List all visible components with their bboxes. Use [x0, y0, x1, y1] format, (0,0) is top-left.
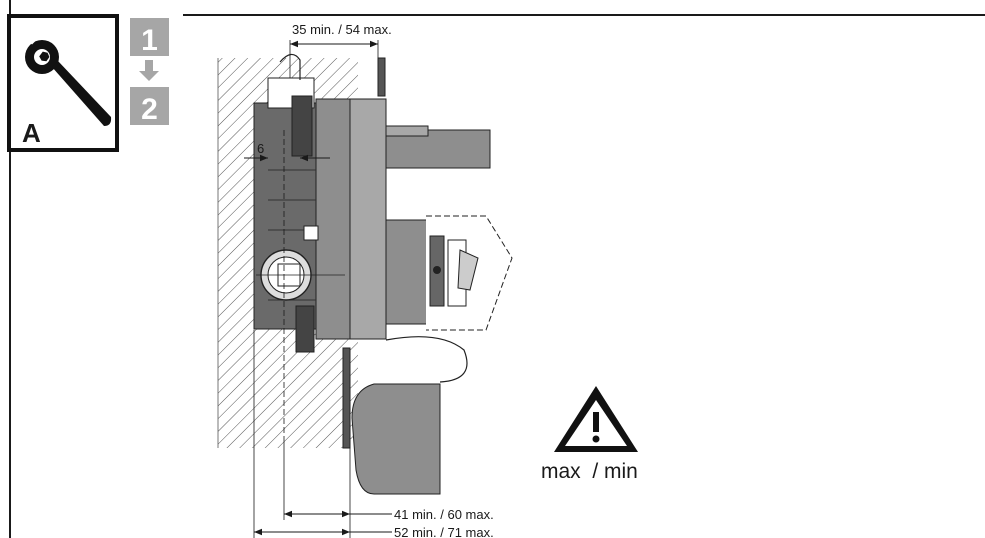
step-2-box: [130, 87, 169, 125]
step-2-label: 2: [141, 93, 158, 126]
dim-bottom-label: 52 min. / 71 max.: [394, 525, 494, 538]
dim-top-label: 35 min. / 54 max.: [292, 22, 392, 37]
diverter-box: [351, 383, 441, 495]
bottom-screw: [342, 347, 351, 449]
step-1-label: 1: [141, 24, 158, 57]
cable: [385, 336, 468, 383]
tool-panel: A 1 2: [7, 14, 169, 152]
dim-offset-label: 6: [257, 141, 264, 156]
cartridge-block: [385, 219, 429, 325]
body-plate: [349, 98, 387, 340]
tool-letter: A: [22, 118, 41, 148]
warning-triangle-icon: [554, 386, 638, 452]
mixer-body: [253, 53, 513, 495]
dimension-lines: [244, 40, 392, 538]
dim-mid-label: 41 min. / 60 max.: [394, 507, 494, 522]
warning-label: max / min: [541, 460, 638, 483]
step-1-box: [130, 18, 169, 56]
top-screw: [377, 57, 386, 97]
arrow-down-icon: [139, 60, 159, 81]
